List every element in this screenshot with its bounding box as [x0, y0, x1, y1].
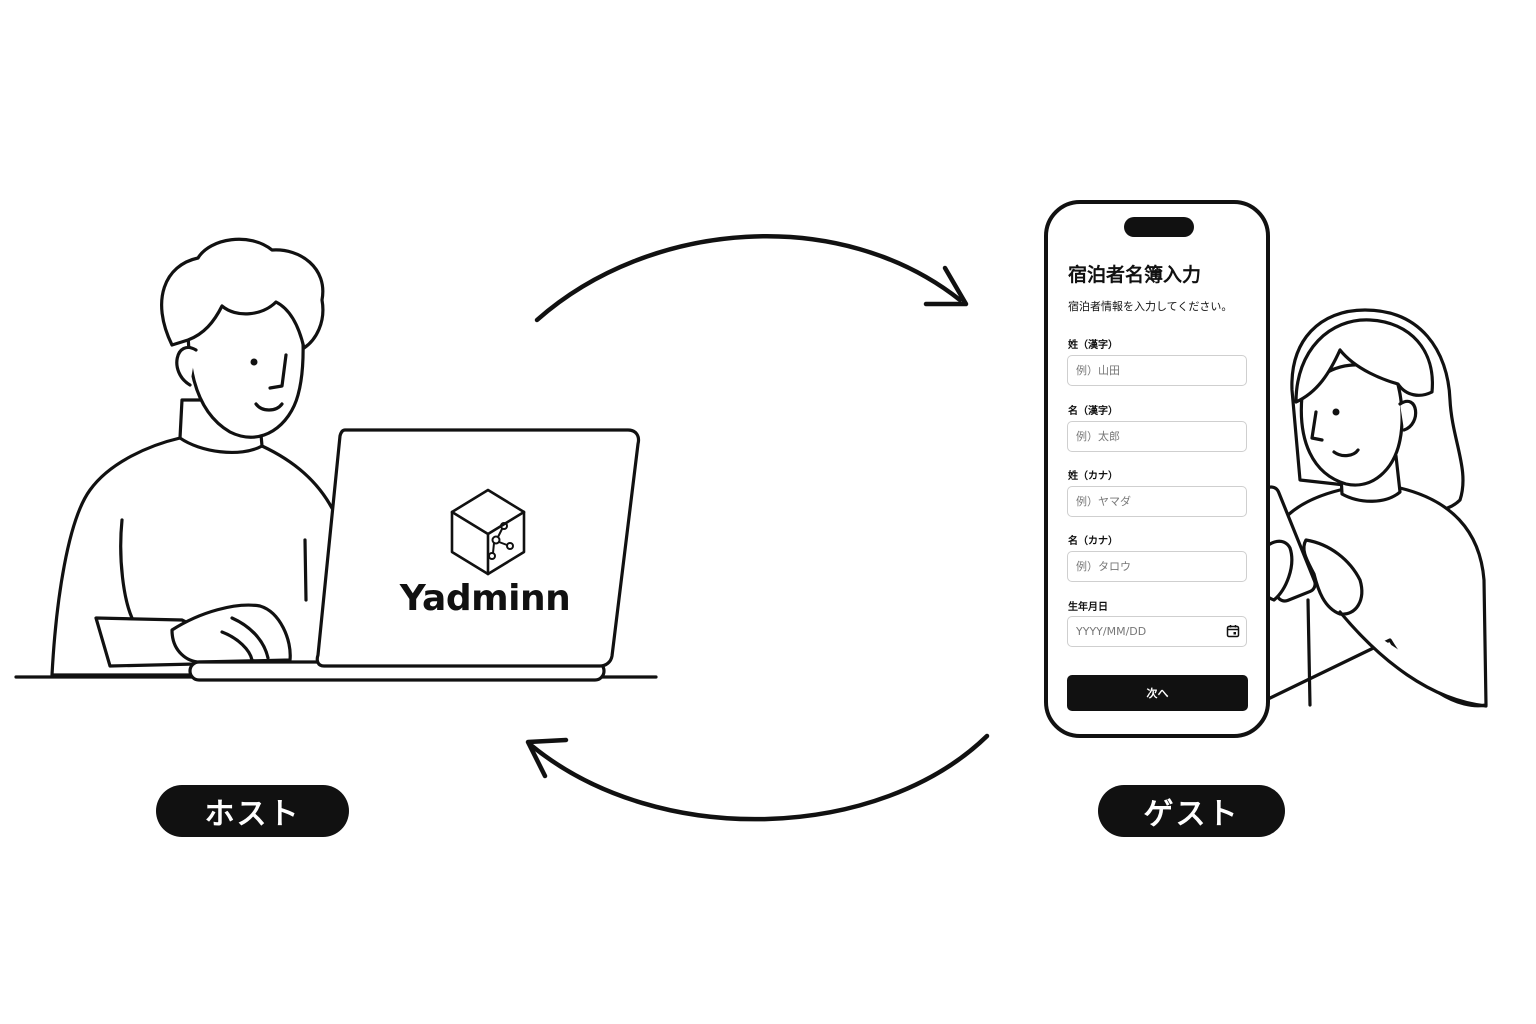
form-title: 宿泊者名簿入力	[1068, 264, 1202, 286]
calendar-icon[interactable]	[1226, 624, 1240, 638]
field-label-first-kana: 名（カナ）	[1068, 536, 1118, 547]
first-name-kanji-input[interactable]	[1067, 421, 1247, 452]
next-button[interactable]: 次へ	[1067, 675, 1248, 711]
host-smile	[254, 402, 284, 412]
guest-body-edge	[1306, 598, 1312, 707]
field-label-birthdate: 生年月日	[1068, 602, 1108, 613]
field-label-first-kanji: 名（漢字）	[1068, 406, 1118, 417]
host-illustration	[14, 237, 658, 682]
first-name-kana-input[interactable]	[1067, 551, 1247, 582]
arrow-top	[534, 234, 963, 323]
host-nose	[268, 353, 288, 390]
host-chest-fold	[303, 538, 308, 602]
host-ear	[175, 346, 198, 387]
form-subtitle: 宿泊者情報を入力してください。	[1068, 300, 1233, 313]
guest-nose	[1310, 410, 1324, 442]
last-name-kana-input[interactable]	[1067, 486, 1247, 517]
phone-notch	[1124, 217, 1194, 237]
host-hand	[170, 603, 292, 664]
last-name-kanji-input[interactable]	[1067, 355, 1247, 386]
field-label-last-kanji: 姓（漢字）	[1068, 340, 1118, 351]
arrow-bottom-head	[525, 737, 569, 779]
guest-smile	[1332, 448, 1360, 458]
laptop-lid	[315, 428, 641, 668]
brand-name: Yadminn	[399, 578, 571, 619]
host-label: ホスト	[156, 785, 349, 837]
field-label-last-kana: 姓（カナ）	[1068, 471, 1118, 482]
guest-right-arm	[1338, 610, 1488, 708]
host-finger-2	[220, 630, 254, 662]
guest-label: ゲスト	[1098, 785, 1285, 837]
guest-illustration	[1239, 308, 1488, 708]
arrow-bottom	[529, 733, 990, 822]
host-finger-1	[230, 616, 270, 660]
birthdate-field[interactable]	[1067, 616, 1247, 647]
birthdate-input[interactable]	[1067, 616, 1247, 647]
host-sleeve-fold	[119, 518, 134, 620]
guest-bangs	[1294, 318, 1434, 404]
host-hair	[160, 237, 325, 350]
guest-ear	[1398, 399, 1418, 432]
house-network-icon	[450, 488, 526, 576]
arrow-top-head	[923, 265, 969, 307]
phone-mockup: 宿泊者名簿入力 宿泊者情報を入力してください。 姓（漢字） 名（漢字） 姓（カナ…	[1044, 200, 1270, 738]
